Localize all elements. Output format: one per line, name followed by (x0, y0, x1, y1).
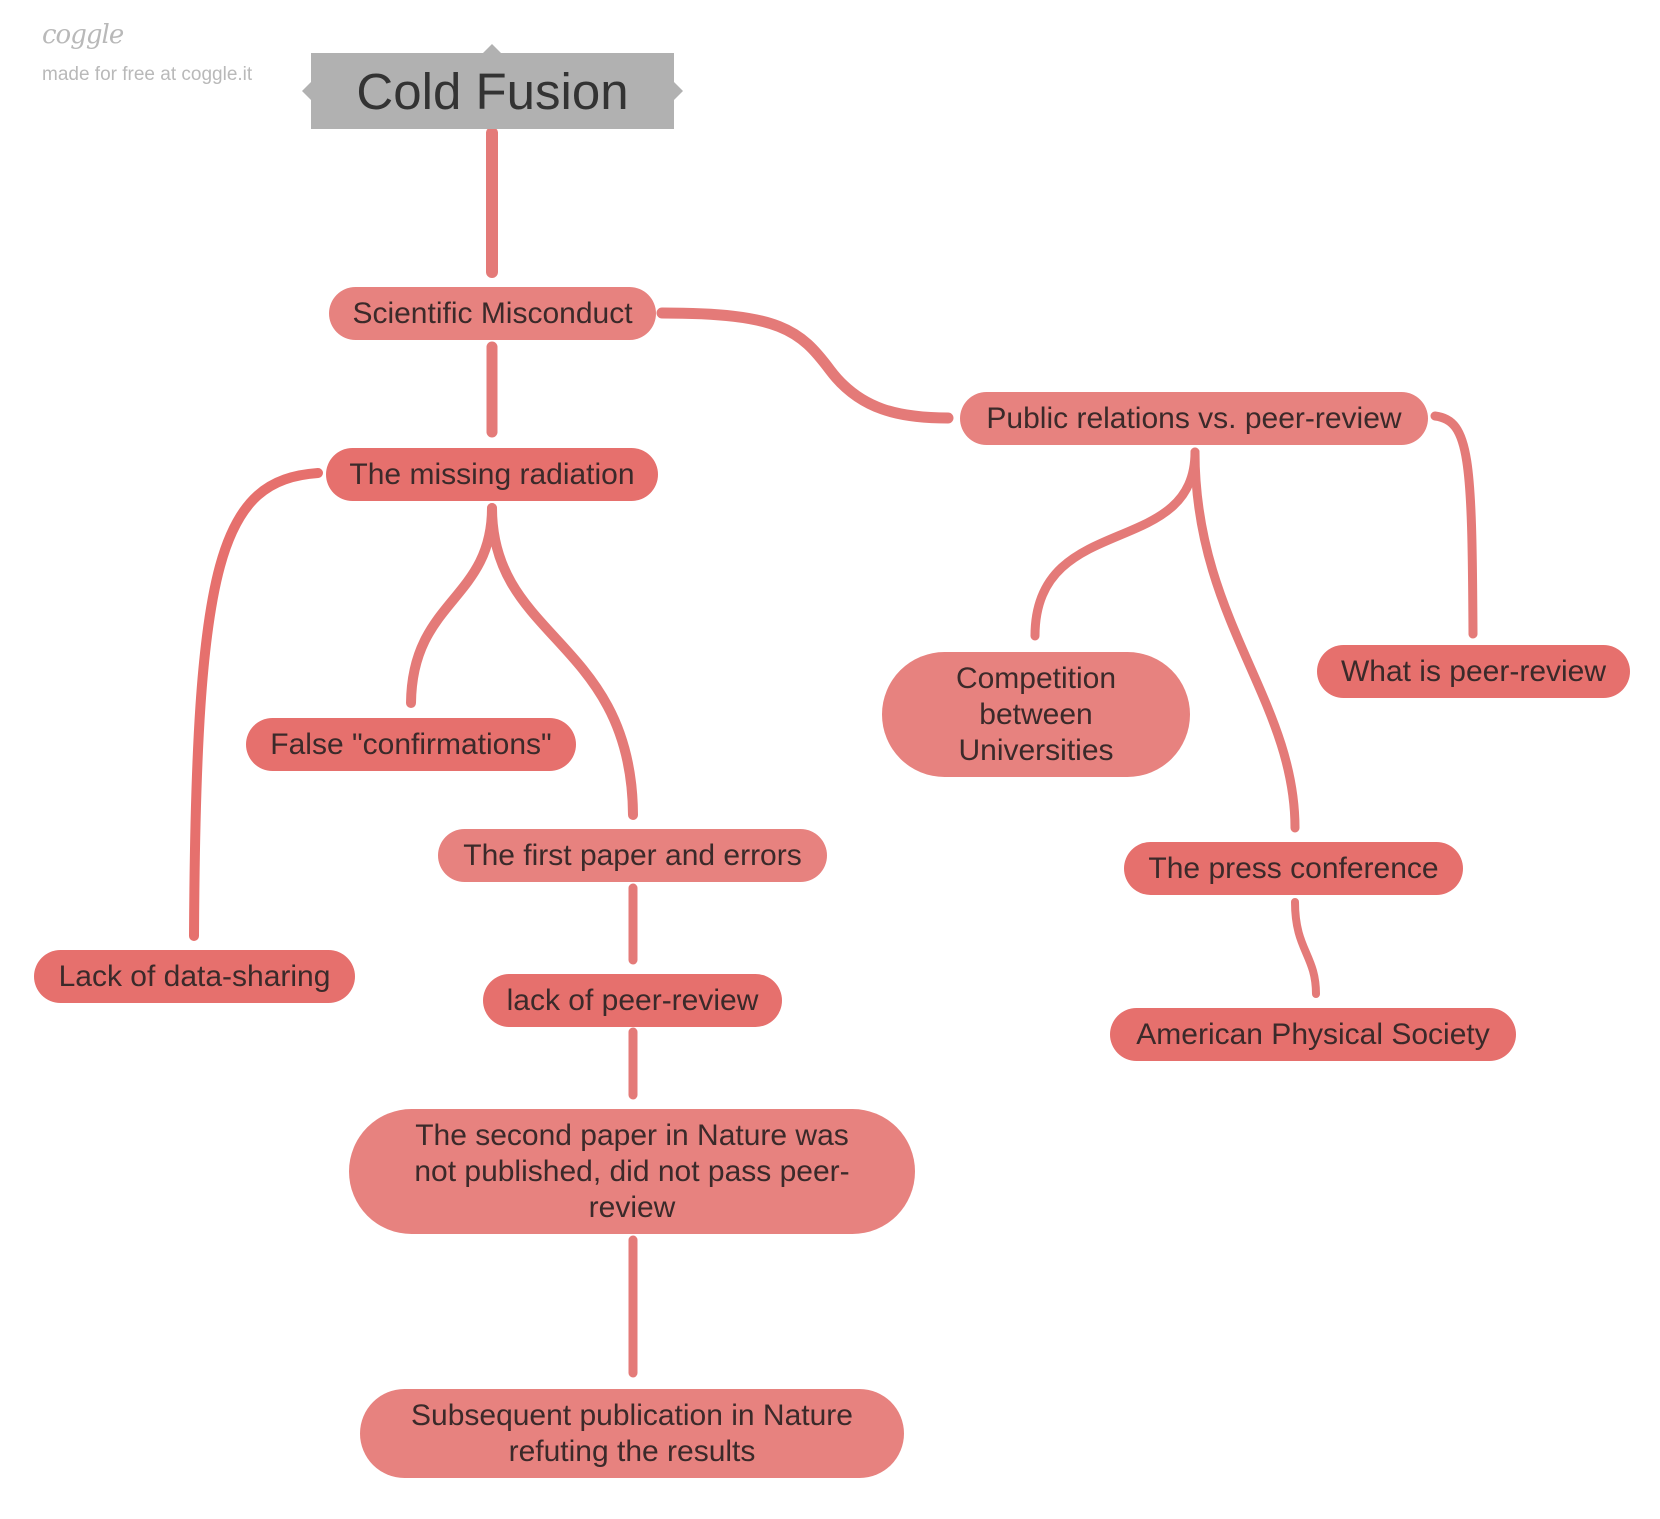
node-first-paper[interactable]: The first paper and errors (438, 829, 827, 882)
node-what-is-peer-review[interactable]: What is peer-review (1317, 645, 1630, 698)
root-label: Cold Fusion (356, 62, 629, 120)
link-radiation-false-confirmations (406, 503, 497, 708)
node-false-confirmations[interactable]: False "confirmations" (246, 718, 576, 771)
node-label: What is peer-review (1340, 654, 1607, 688)
coggle-logo: coggle (42, 20, 124, 50)
node-lack-data-sharing[interactable]: Lack of data-sharing (34, 950, 355, 1003)
link-public-relations-competition (1030, 447, 1200, 641)
node-label: Competition between Universities (955, 661, 1117, 767)
node-public-relations[interactable]: Public relations vs. peer-review (960, 392, 1428, 445)
node-american-physical-society[interactable]: American Physical Society (1110, 1008, 1516, 1061)
root-notch-top (483, 35, 501, 53)
root-notch-right (674, 82, 692, 100)
node-press-conference[interactable]: The press conference (1124, 842, 1463, 895)
node-label: The first paper and errors (463, 838, 802, 872)
link-public-relations-what-is (1430, 411, 1478, 639)
node-missing-radiation[interactable]: The missing radiation (326, 448, 658, 501)
link-radiation-first-paper (487, 503, 638, 820)
link-radiation-data-sharing (189, 468, 323, 941)
node-label: Scientific Misconduct (352, 296, 633, 330)
node-label: Lack of data-sharing (58, 959, 331, 993)
node-label: The missing radiation (349, 457, 635, 491)
link-press-aps (1291, 898, 1320, 998)
node-label: lack of peer-review (506, 983, 759, 1017)
node-label: Subsequent publication in Nature refutin… (411, 1398, 853, 1468)
link-public-relations-press (1190, 447, 1300, 833)
node-label: The second paper in Nature was not publi… (414, 1118, 850, 1224)
root-node[interactable]: Cold Fusion (311, 53, 674, 129)
node-label: The press conference (1148, 851, 1439, 885)
node-label: False "confirmations" (270, 727, 552, 761)
node-second-paper[interactable]: The second paper in Nature was not publi… (349, 1109, 915, 1234)
coggle-tagline: made for free at coggle.it (42, 64, 253, 85)
node-subsequent-publication[interactable]: Subsequent publication in Nature refutin… (360, 1389, 904, 1478)
node-competition[interactable]: Competition between Universities (882, 652, 1190, 777)
node-lack-peer-review[interactable]: lack of peer-review (483, 974, 782, 1027)
node-label: American Physical Society (1136, 1017, 1490, 1051)
link-misconduct-public-relations (656, 307, 954, 424)
root-notch-left (293, 82, 311, 100)
node-scientific-misconduct[interactable]: Scientific Misconduct (329, 287, 656, 340)
node-label: Public relations vs. peer-review (986, 401, 1402, 435)
